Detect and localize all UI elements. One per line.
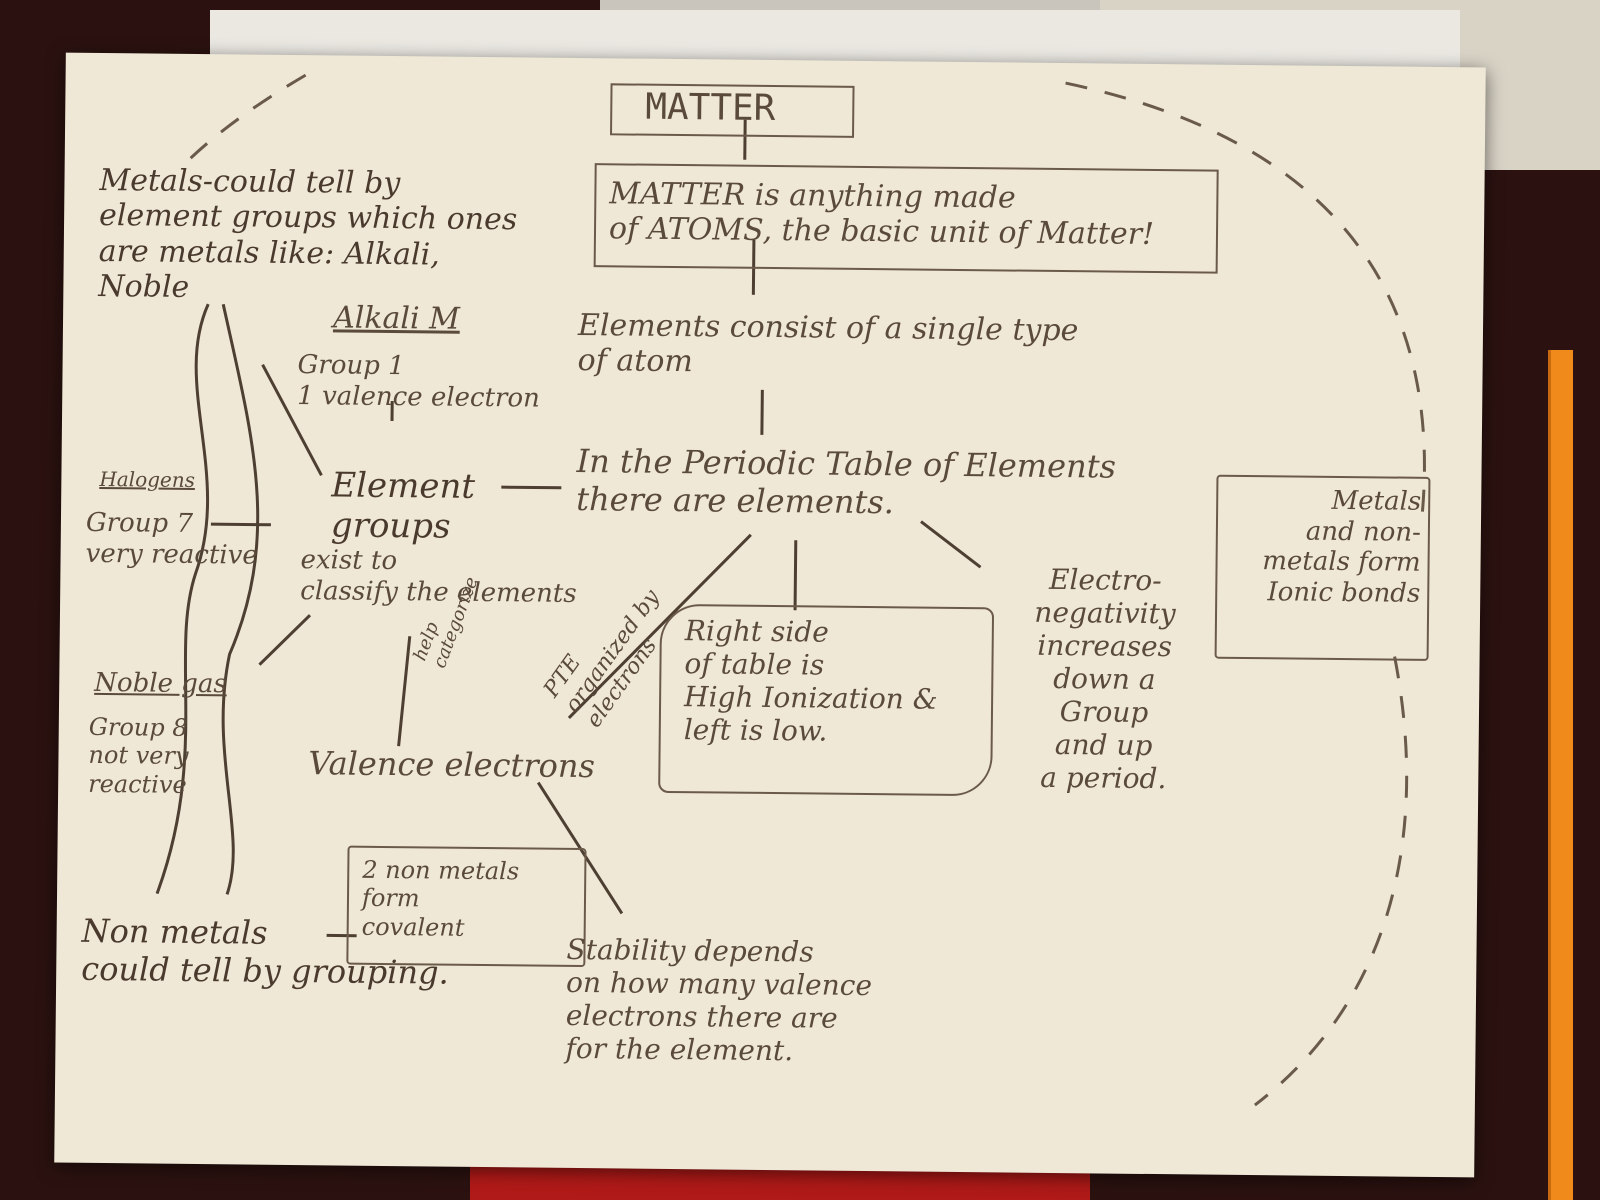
ionization-node: Right side of table is High Ionization &…	[683, 614, 938, 748]
arrow-def-to-elements	[751, 239, 756, 295]
noble-gas-description: Group 8 not very reactive	[88, 712, 189, 799]
alkali-description: Group 1 1 valence electron	[297, 350, 541, 414]
arrow-pte-to-groups	[501, 485, 562, 490]
metals-node: Metals-could tell by element groups whic…	[98, 162, 518, 306]
arrow-groups-to-halogens	[210, 522, 271, 527]
arrow-groups-to-alkali	[261, 363, 323, 476]
curve-alkali-to-nonmetals	[221, 303, 260, 895]
arrow-groups-to-noble	[258, 614, 312, 666]
valence-electrons-node: Valence electrons	[308, 744, 596, 786]
halogens-heading: Halogens	[99, 466, 196, 492]
dashed-curve-left	[183, 73, 307, 165]
connector-arrows	[155, 73, 1426, 1107]
arrow-groups-to-valence	[397, 636, 412, 747]
ionic-bonds-node: Metals and non- metals form Ionic bonds	[1262, 485, 1422, 609]
arrow-valence-to-stability	[536, 781, 624, 915]
curve-metals-to-nonmetals	[155, 303, 210, 895]
dashed-curve-bottom	[1253, 656, 1409, 1107]
arrow-pte-to-valence	[567, 533, 752, 719]
arrow-pte-to-ionization	[793, 540, 798, 611]
elements-definition: Elements consist of a single type of ato…	[577, 307, 1079, 380]
orange-pencil	[1548, 350, 1573, 1200]
noble-gas-heading: Noble gas	[94, 667, 227, 700]
covalent-node: 2 non metals form covalent	[361, 855, 520, 942]
element-groups-node: Element groups	[330, 465, 476, 547]
matter-definition: MATTER is anything made of ATOMS, the ba…	[608, 176, 1155, 253]
concept-map-paper: MATTER MATTER is anything made of ATOMS,…	[54, 52, 1486, 1178]
periodic-table-node: In the Periodic Table of Elements there …	[576, 441, 1117, 522]
arrow-pte-to-electroneg	[920, 520, 982, 569]
matter-title: MATTER	[645, 86, 776, 130]
electronegativity-node: Electro- negativity increases down a Gro…	[1034, 562, 1176, 796]
halogens-description: Group 7 very reactive	[85, 507, 258, 571]
stability-node: Stability depends on how many valence el…	[565, 932, 873, 1068]
